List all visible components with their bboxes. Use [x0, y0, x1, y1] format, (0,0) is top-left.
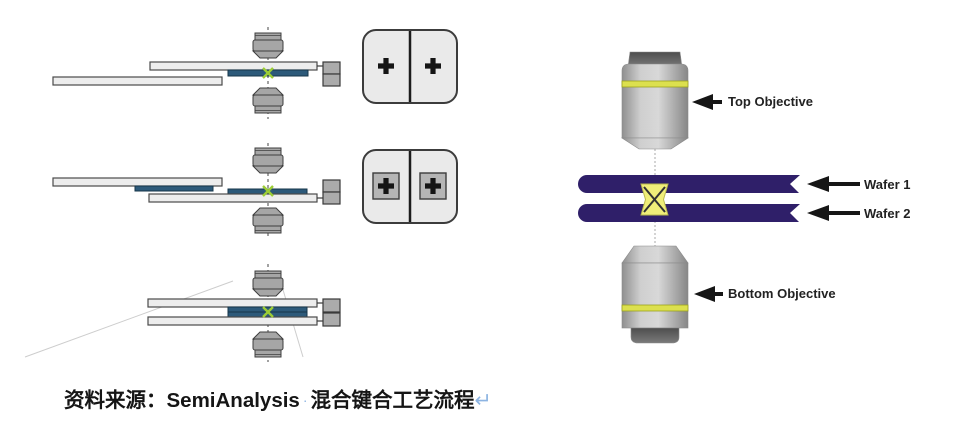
- caption-source-text: 资料来源：SemiAnalysis: [64, 389, 300, 412]
- target-square: [372, 172, 400, 200]
- alignment-indicator-box-2: [362, 149, 458, 224]
- alignment-cross-marker: [262, 306, 274, 318]
- top-objective-label: Top Objective: [728, 94, 813, 109]
- objective-nose: [621, 245, 689, 264]
- small-bottom-objective-icon: [252, 331, 284, 358]
- top-objective-icon: [620, 51, 690, 150]
- lower-chuck-bar: [148, 193, 318, 203]
- objective-body: [621, 63, 689, 139]
- wafer-2-arrow: [807, 205, 860, 221]
- bottom-objective-icon: [621, 245, 689, 344]
- small-top-objective-icon: [252, 32, 284, 59]
- actuator-block: [322, 179, 341, 193]
- alignment-cross-marker: [262, 185, 274, 197]
- alignment-target-marker: [640, 183, 669, 216]
- upper-chuck-bar: [149, 61, 318, 71]
- stage-3-wafers-bonded: [24, 264, 341, 362]
- wafer-1-bar: [578, 175, 800, 193]
- source-caption: 资料来源：SemiAnalysis·混合键合工艺流程↵: [64, 383, 492, 413]
- wafer-1-label: Wafer 1: [864, 177, 911, 192]
- plus-mark-icon: [378, 178, 394, 194]
- caption-title-text: 混合键合工艺流程: [310, 389, 475, 412]
- alignment-cross-marker: [262, 67, 274, 79]
- wafer-2-label: Wafer 2: [864, 206, 911, 221]
- actuator-block: [322, 312, 341, 327]
- bottom-objective-label: Bottom Objective: [728, 286, 836, 301]
- stage-2-wafers-aligned: [52, 143, 341, 239]
- marker-x: [643, 186, 666, 213]
- bottom-objective-arrow: [694, 286, 723, 302]
- top-objective-arrow: [692, 94, 722, 110]
- small-top-objective-icon: [252, 270, 284, 297]
- target-square: [419, 172, 447, 200]
- stray-line: [24, 280, 234, 358]
- objective-cap: [630, 327, 680, 344]
- stage-1-wafers-separated: [52, 27, 341, 119]
- alignment-indicator-box-1: [362, 29, 458, 104]
- upper-chuck-bar: [147, 298, 318, 308]
- small-top-objective-icon: [252, 147, 284, 174]
- upper-chuck-bar: [52, 177, 223, 187]
- dual-objective-diagram: [578, 51, 860, 344]
- plus-mark-icon: [425, 178, 441, 194]
- lower-chuck-bar: [52, 76, 223, 86]
- actuator-block: [322, 298, 341, 313]
- objective-ring: [621, 304, 689, 312]
- objective-ring: [621, 80, 689, 88]
- actuator-block: [322, 73, 341, 87]
- lower-chuck-bar: [147, 316, 318, 326]
- objective-body: [621, 262, 689, 329]
- wafer-2-bar: [578, 204, 800, 222]
- space-marker: ·: [302, 392, 308, 408]
- wafer-1-arrow: [807, 176, 860, 192]
- objective-nose: [620, 137, 690, 150]
- small-bottom-objective-icon: [252, 87, 284, 114]
- plus-mark-icon: [425, 58, 441, 74]
- small-bottom-objective-icon: [252, 207, 284, 234]
- return-mark-icon: ↵: [474, 389, 492, 412]
- actuator-block: [322, 61, 341, 75]
- actuator-block: [322, 191, 341, 205]
- plus-mark-icon: [378, 58, 394, 74]
- upper-wafer-strip: [134, 185, 214, 192]
